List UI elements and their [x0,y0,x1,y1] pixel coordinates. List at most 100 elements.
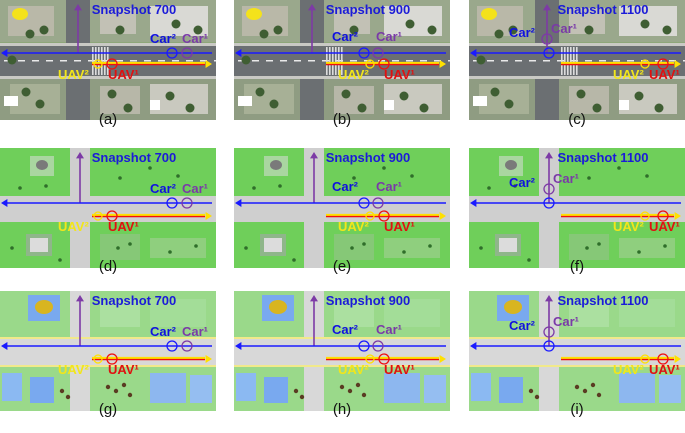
car1-marker [541,33,553,45]
uav2-marker [640,59,650,69]
panel-caption: (b) [332,111,352,128]
car1-marker [181,340,193,352]
car1-marker [372,47,384,59]
uav2-label: UAV² [338,219,369,234]
car1-label: Car¹ [553,314,579,329]
uav1-label: UAV¹ [649,219,680,234]
car2-marker [358,197,370,209]
uav2-marker [640,354,650,364]
snapshot-label: Snapshot 700 [92,293,177,308]
uav1-marker [378,58,390,70]
car2-label: Car² [509,318,536,333]
car2-marker [543,47,555,59]
uav1-label: UAV¹ [384,67,415,82]
car2-label: Car² [509,25,536,40]
uav1-label: UAV¹ [108,362,139,377]
uav1-marker [378,210,390,222]
uav2-marker [365,354,375,364]
uav2-marker [365,211,375,221]
uav1-marker [106,58,118,70]
car2-marker [166,47,178,59]
uav2-label: UAV² [338,67,369,82]
car2-marker [543,197,555,209]
uav2-label: UAV² [58,219,89,234]
car1-label: Car¹ [376,322,402,337]
uav1-marker [106,210,118,222]
uav1-label: UAV¹ [384,362,415,377]
car2-label: Car² [150,324,177,339]
car2-label: Car² [332,179,359,194]
uav2-label: UAV² [58,362,89,377]
snapshot-label: Snapshot 1100 [557,2,648,17]
uav1-marker [657,210,669,222]
panel-caption: (e) [332,258,352,275]
panel-caption: (i) [570,401,584,418]
uav2-marker [93,354,103,364]
uav2-marker [93,211,103,221]
uav2-label: UAV² [58,67,89,82]
car1-label: Car¹ [182,324,208,339]
car1-marker [181,47,193,59]
car2-label: Car² [332,29,359,44]
car2-label: Car² [150,181,177,196]
car2-marker [166,197,178,209]
panel-caption: (a) [98,111,118,128]
car2-marker [543,340,555,352]
uav1-marker [106,353,118,365]
uav2-marker [365,59,375,69]
car1-label: Car¹ [553,171,579,186]
panel-caption: (h) [332,401,352,418]
uav1-label: UAV¹ [649,362,680,377]
uav2-label: UAV² [613,219,644,234]
uav1-marker [657,353,669,365]
panel-caption: (g) [98,401,118,418]
car1-label: Car¹ [376,179,402,194]
uav2-label: UAV² [613,67,644,82]
uav1-marker [657,58,669,70]
uav1-label: UAV¹ [108,219,139,234]
snapshot-label: Snapshot 700 [92,150,177,165]
car1-marker [372,197,384,209]
car2-label: Car² [509,175,536,190]
snapshot-label: Snapshot 1100 [557,293,648,308]
car1-marker [543,183,555,195]
panel-caption: (d) [98,258,118,275]
uav1-label: UAV¹ [384,219,415,234]
snapshot-label: Snapshot 700 [92,2,177,17]
uav2-marker [640,211,650,221]
car1-label: Car¹ [182,181,208,196]
snapshot-label: Snapshot 900 [326,293,411,308]
car2-marker [358,340,370,352]
car1-marker [543,326,555,338]
car1-label: Car¹ [376,29,402,44]
car1-marker [372,340,384,352]
uav2-label: UAV² [338,362,369,377]
snapshot-label: Snapshot 900 [326,150,411,165]
panel-caption: (c) [568,111,586,128]
car2-marker [358,47,370,59]
car1-marker [181,197,193,209]
car2-label: Car² [332,322,359,337]
panel-caption: (f) [569,258,585,275]
uav1-label: UAV¹ [108,67,139,82]
snapshot-label: Snapshot 1100 [557,150,648,165]
snapshot-label: Snapshot 900 [326,2,411,17]
uav1-label: UAV¹ [649,67,680,82]
uav2-marker [93,59,103,69]
